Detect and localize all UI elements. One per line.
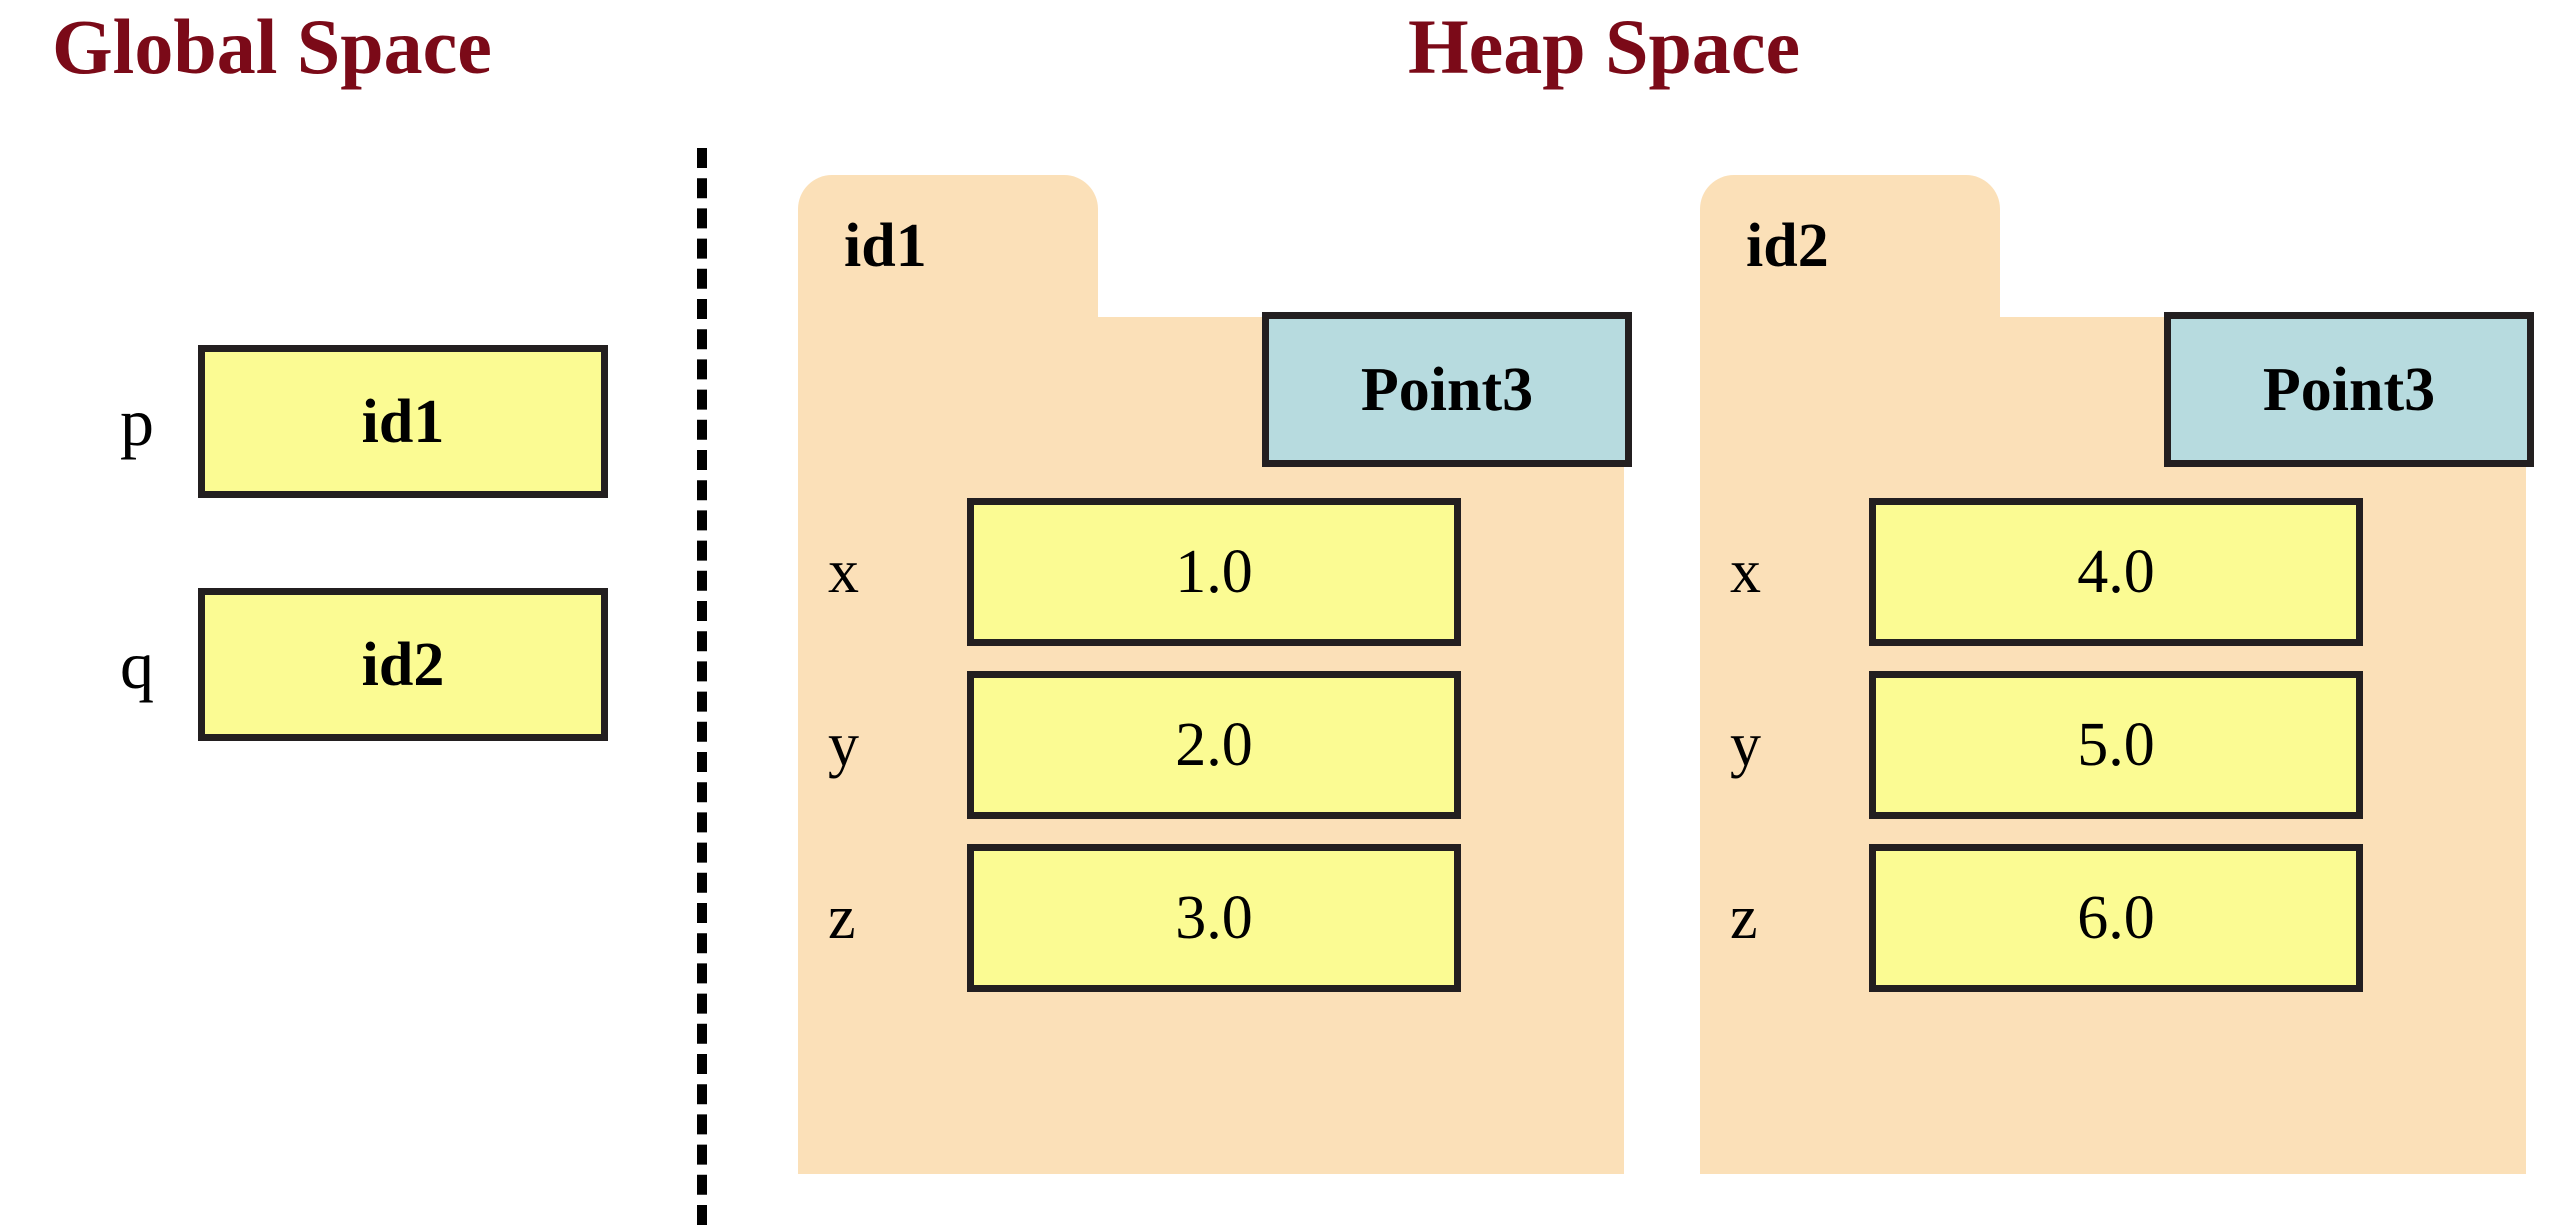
- object-id-label: id2: [1746, 212, 1829, 280]
- space-divider-dashed-line: [697, 148, 707, 1225]
- field-value-box: 5.0: [1869, 671, 2363, 819]
- object-field-row: x 1.0: [798, 498, 1461, 646]
- field-value-box: 2.0: [967, 671, 1461, 819]
- field-value-box: 1.0: [967, 498, 1461, 646]
- global-variable-p: p id1: [102, 345, 608, 498]
- variable-name-label: p: [120, 383, 154, 460]
- object-id-label: id1: [844, 212, 927, 280]
- variable-name-label: q: [120, 626, 154, 703]
- field-value-box: 6.0: [1869, 844, 2363, 992]
- field-value-box: 4.0: [1869, 498, 2363, 646]
- heap-object-id2: id2 Point3 x 4.0 y 5.0 z 6.0: [1700, 175, 2534, 1174]
- object-type-badge: Point3: [2164, 312, 2534, 467]
- object-field-row: y 5.0: [1700, 671, 2363, 819]
- global-variable-q: q id2: [102, 588, 608, 741]
- field-name-label: y: [828, 711, 859, 779]
- field-value-box: 3.0: [967, 844, 1461, 992]
- object-type-badge: Point3: [1262, 312, 1632, 467]
- variable-value-box: id1: [198, 345, 608, 498]
- field-name-label: z: [828, 884, 856, 952]
- field-name-label: z: [1730, 884, 1758, 952]
- object-field-row: z 6.0: [1700, 844, 2363, 992]
- object-field-row: x 4.0: [1700, 498, 2363, 646]
- object-field-row: y 2.0: [798, 671, 1461, 819]
- heap-space-title: Heap Space: [1408, 3, 1801, 90]
- variable-value-box: id2: [198, 588, 608, 741]
- object-field-row: z 3.0: [798, 844, 1461, 992]
- field-name-label: x: [1730, 538, 1761, 606]
- heap-object-id1: id1 Point3 x 1.0 y 2.0 z 3.0: [798, 175, 1632, 1174]
- global-space-title: Global Space: [52, 3, 492, 90]
- field-name-label: y: [1730, 711, 1761, 779]
- field-name-label: x: [828, 538, 859, 606]
